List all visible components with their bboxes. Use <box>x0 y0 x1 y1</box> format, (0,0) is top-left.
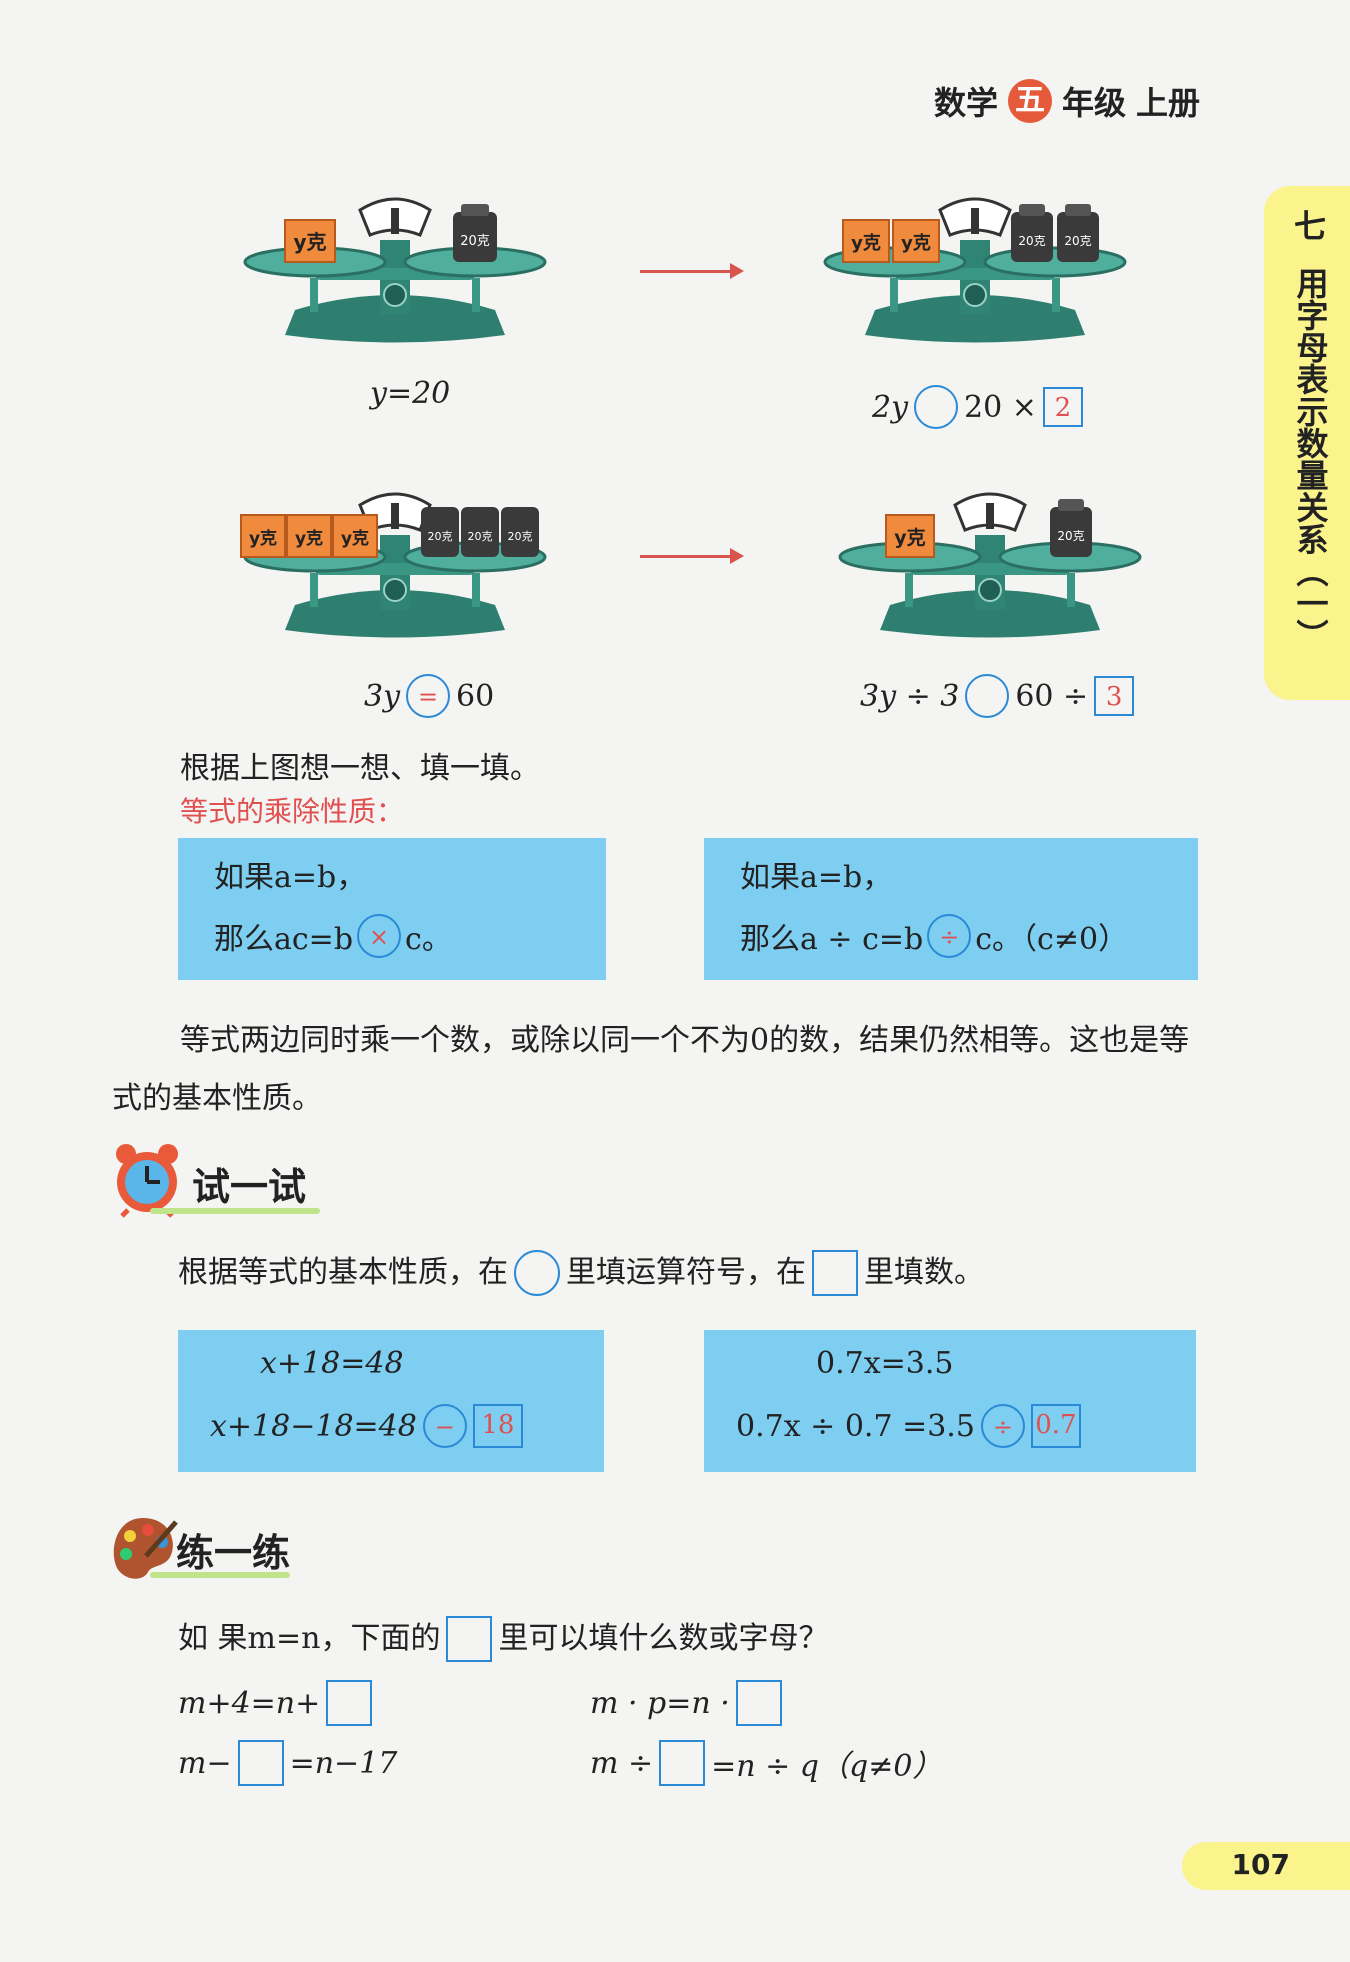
answer-box[interactable] <box>237 1740 284 1786</box>
chapter-title: 用字母表示数量关系（一） <box>1291 267 1330 651</box>
practice-question: 如 果m=n，下面的 里可以填什么数或字母？ <box>178 1616 828 1662</box>
scale-2: y克 y克 20克 20克 <box>790 185 1160 359</box>
answer-box[interactable]: 3 <box>1094 676 1135 716</box>
practice-item-3: m− =n−17 <box>178 1740 397 1786</box>
property-paragraph: 等式两边同时乘一个数，或除以同一个不为0的数，结果仍然相等。这也是等式的基本性质… <box>112 1023 1190 1116</box>
scale-4-equation: 3y ÷ 3 60 ÷ 3 <box>860 674 1135 718</box>
scale-4: y克 20克 <box>805 480 1175 654</box>
svg-text:y克: y克 <box>295 528 323 549</box>
balance-scale-2: y克 y克 20克 20克 <box>823 197 1127 344</box>
operator-circle[interactable] <box>914 385 959 429</box>
svg-text:y克: y克 <box>249 528 277 549</box>
sample-box <box>446 1616 493 1662</box>
practice-item-1: m+4=n+ <box>178 1680 378 1726</box>
grade-badge: 五 <box>1007 79 1052 123</box>
answer-box[interactable]: 18 <box>472 1404 523 1448</box>
operator-circle[interactable] <box>965 674 1010 718</box>
scale-1-caption: y=20 <box>370 376 451 411</box>
practice-item-2: m · p=n · <box>590 1680 788 1726</box>
scale-3: y克 y克 y克 20克 20克 20克 <box>210 480 580 654</box>
operator-circle-filled[interactable]: − <box>422 1404 467 1448</box>
svg-text:20克: 20克 <box>428 530 453 543</box>
try-instruction: 根据等式的基本性质，在 里填运算符号，在 里填数。 <box>178 1250 984 1296</box>
svg-text:20克: 20克 <box>508 530 533 543</box>
try-box-right: 0.7x=3.5 0.7x ÷ 0.7 =3.5 ÷ 0.7 <box>704 1330 1196 1472</box>
practice-section-header <box>106 1512 180 1590</box>
grade-suffix: 年级 <box>1061 84 1126 122</box>
balance-scale-3: y克 y克 y克 20克 20克 20克 <box>240 492 547 639</box>
practice-item-4: m ÷ =n ÷ q（q≠0） <box>590 1740 942 1786</box>
answer-box[interactable] <box>659 1740 706 1786</box>
practice-section-title: 练一练 <box>176 1531 291 1575</box>
volume-label: 上册 <box>1135 84 1200 122</box>
sample-circle <box>514 1250 560 1296</box>
page-header: 数学 五 年级 上册 <box>934 78 1200 124</box>
answer-box[interactable] <box>326 1680 373 1726</box>
property-box-left: 如果a=b， 那么ac=b × c。 <box>178 838 606 980</box>
operator-circle-filled[interactable]: ÷ <box>927 914 972 958</box>
title-underline <box>150 1208 320 1214</box>
operator-circle-filled[interactable]: ÷ <box>980 1404 1025 1448</box>
try-section-title: 试一试 <box>192 1165 307 1209</box>
svg-text:20克: 20克 <box>1064 234 1091 248</box>
chapter-number: 七 <box>1293 207 1326 245</box>
subject-label: 数学 <box>933 84 998 122</box>
alarm-clock-icon <box>116 1144 178 1218</box>
svg-text:20克: 20克 <box>468 530 493 543</box>
page-number: 107 <box>1231 1848 1290 1881</box>
weight-label: 20克 <box>460 234 490 249</box>
operator-circle-filled[interactable]: × <box>357 914 402 958</box>
property-box-right: 如果a=b， 那么a ÷ c=b ÷ c。（c≠0） <box>704 838 1198 980</box>
title-underline <box>150 1572 290 1578</box>
property-title: 等式的乘除性质： <box>180 795 405 828</box>
sample-box <box>812 1250 858 1296</box>
instruction-text: 根据上图想一想、填一填。 <box>180 751 540 786</box>
balance-scale-4: y克 20克 <box>838 492 1142 639</box>
svg-text:y克: y克 <box>851 232 881 254</box>
arrow-2 <box>640 548 744 564</box>
scale-2-equation: 2y 20 × 2 <box>872 385 1083 429</box>
scale-1: y克 20克 <box>210 185 580 359</box>
arrow-1 <box>640 263 744 279</box>
balance-scale-1: y克 20克 <box>243 197 547 344</box>
svg-text:y克: y克 <box>894 526 925 549</box>
operator-circle-filled[interactable]: = <box>406 674 451 718</box>
chapter-side-text: 七 用字母表示数量关系（一） <box>1288 207 1332 652</box>
palette-icon <box>113 1518 178 1579</box>
svg-text:y克: y克 <box>901 232 931 254</box>
answer-box[interactable]: 0.7 <box>1030 1404 1081 1448</box>
try-section-header <box>110 1140 188 1222</box>
svg-text:20克: 20克 <box>1057 529 1084 543</box>
svg-text:20克: 20克 <box>1018 234 1045 248</box>
answer-box[interactable] <box>735 1680 782 1726</box>
block-label: y克 <box>293 230 326 254</box>
chapter-side-tab <box>1264 186 1350 700</box>
try-box-left: x+18=48 x+18−18=48 − 18 <box>178 1330 604 1472</box>
svg-text:y克: y克 <box>341 528 369 549</box>
answer-box[interactable]: 2 <box>1042 387 1083 427</box>
scale-3-equation: 3y = 60 <box>364 674 494 718</box>
page-number-badge <box>1182 1842 1350 1890</box>
